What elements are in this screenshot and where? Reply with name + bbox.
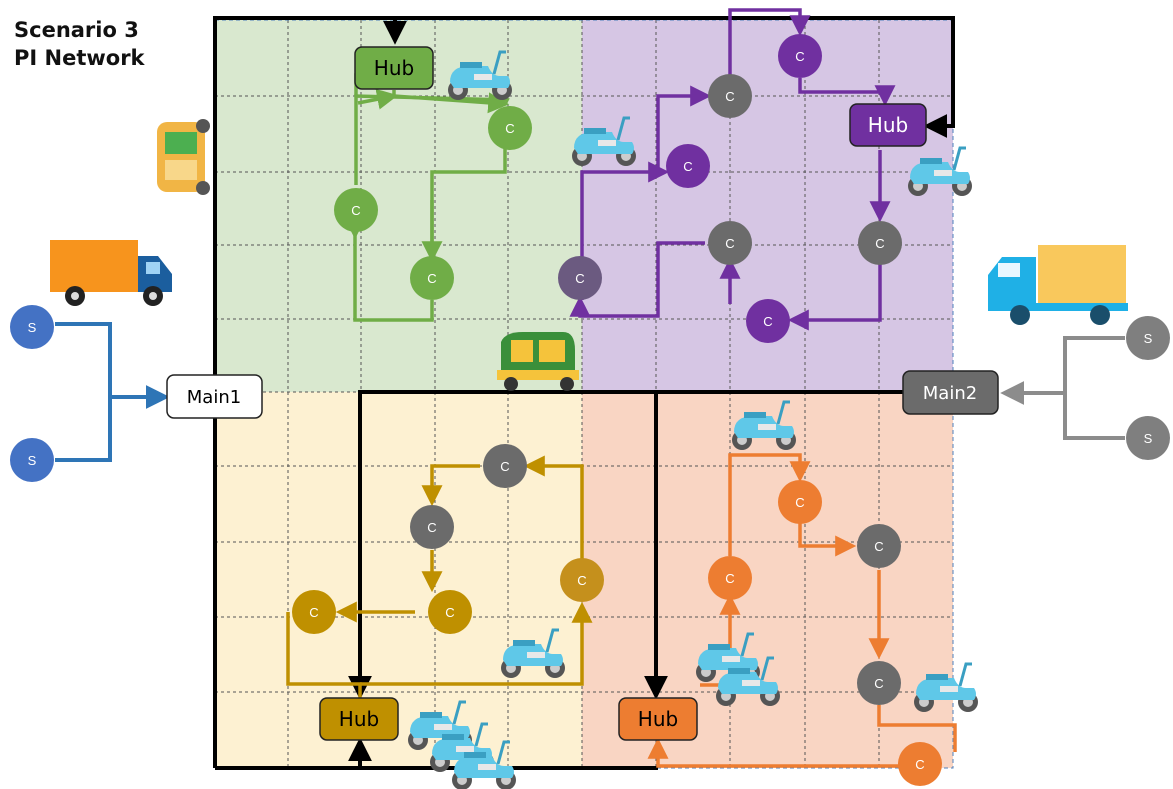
customer-node-gray-o1: C [857, 524, 901, 568]
supplier-node-blue-2: S [10, 438, 54, 482]
svg-text:Main2: Main2 [923, 383, 977, 404]
supplier-node-blue-1: S [10, 305, 54, 349]
customer-node-gold-3: C [292, 590, 336, 634]
svg-text:C: C [683, 159, 692, 174]
svg-text:C: C [725, 571, 734, 586]
svg-text:C: C [445, 605, 454, 620]
svg-text:Hub: Hub [868, 113, 908, 137]
hub-green: Hub [355, 47, 433, 89]
svg-text:C: C [725, 89, 734, 104]
svg-text:S: S [1144, 331, 1153, 346]
svg-text:C: C [351, 203, 360, 218]
svg-text:C: C [575, 271, 584, 286]
hub-gold: Hub [320, 698, 398, 740]
customer-node-mixed: C [558, 256, 602, 300]
svg-text:S: S [28, 453, 37, 468]
customer-node-gold-2: C [428, 590, 472, 634]
hub-orange: Hub [619, 698, 697, 740]
customer-node-purple-3: C [746, 299, 790, 343]
customer-node-gray-p2: C [708, 221, 752, 265]
svg-text:S: S [28, 320, 37, 335]
svg-text:C: C [915, 757, 924, 772]
svg-text:C: C [795, 49, 804, 64]
svg-text:Hub: Hub [374, 56, 414, 80]
svg-text:C: C [500, 459, 509, 474]
svg-text:C: C [505, 121, 514, 136]
customer-node-orange-1: C [778, 480, 822, 524]
customer-node-gray-o2: C [857, 661, 901, 705]
svg-text:C: C [795, 495, 804, 510]
customer-node-green-3: C [410, 256, 454, 300]
customer-node-gold-1: C [560, 558, 604, 602]
svg-text:C: C [309, 605, 318, 620]
svg-text:C: C [427, 271, 436, 286]
customer-node-purple-1: C [778, 34, 822, 78]
svg-text:C: C [427, 520, 436, 535]
customer-node-purple-2: C [666, 144, 710, 188]
svg-text:C: C [875, 236, 884, 251]
supplier-node-gray-1: S [1126, 316, 1170, 360]
customer-node-gray-y1: C [483, 444, 527, 488]
svg-text:Hub: Hub [638, 707, 678, 731]
svg-text:C: C [577, 573, 586, 588]
customer-node-green-1: C [488, 106, 532, 150]
delivery-truck-icon [988, 245, 1128, 325]
tuk-tuk-icon [157, 119, 210, 195]
main1-depot: Main1 [167, 375, 262, 418]
main2-depot: Main2 [903, 371, 998, 414]
svg-text:S: S [1144, 431, 1153, 446]
svg-text:C: C [763, 314, 772, 329]
svg-text:Hub: Hub [339, 707, 379, 731]
customer-node-gray-p1: C [708, 74, 752, 118]
hub-purple: Hub [850, 104, 926, 146]
delivery-truck-icon [50, 240, 172, 306]
supplier-node-gray-2: S [1126, 416, 1170, 460]
customer-node-gray-y2: C [410, 505, 454, 549]
svg-text:C: C [725, 236, 734, 251]
customer-node-orange-3: C [898, 742, 942, 786]
svg-text:C: C [874, 539, 883, 554]
customer-node-gray-p3: C [858, 221, 902, 265]
customer-node-green-2: C [334, 188, 378, 232]
svg-text:Main1: Main1 [187, 387, 241, 408]
svg-text:C: C [874, 676, 883, 691]
customer-node-orange-2: C [708, 556, 752, 600]
